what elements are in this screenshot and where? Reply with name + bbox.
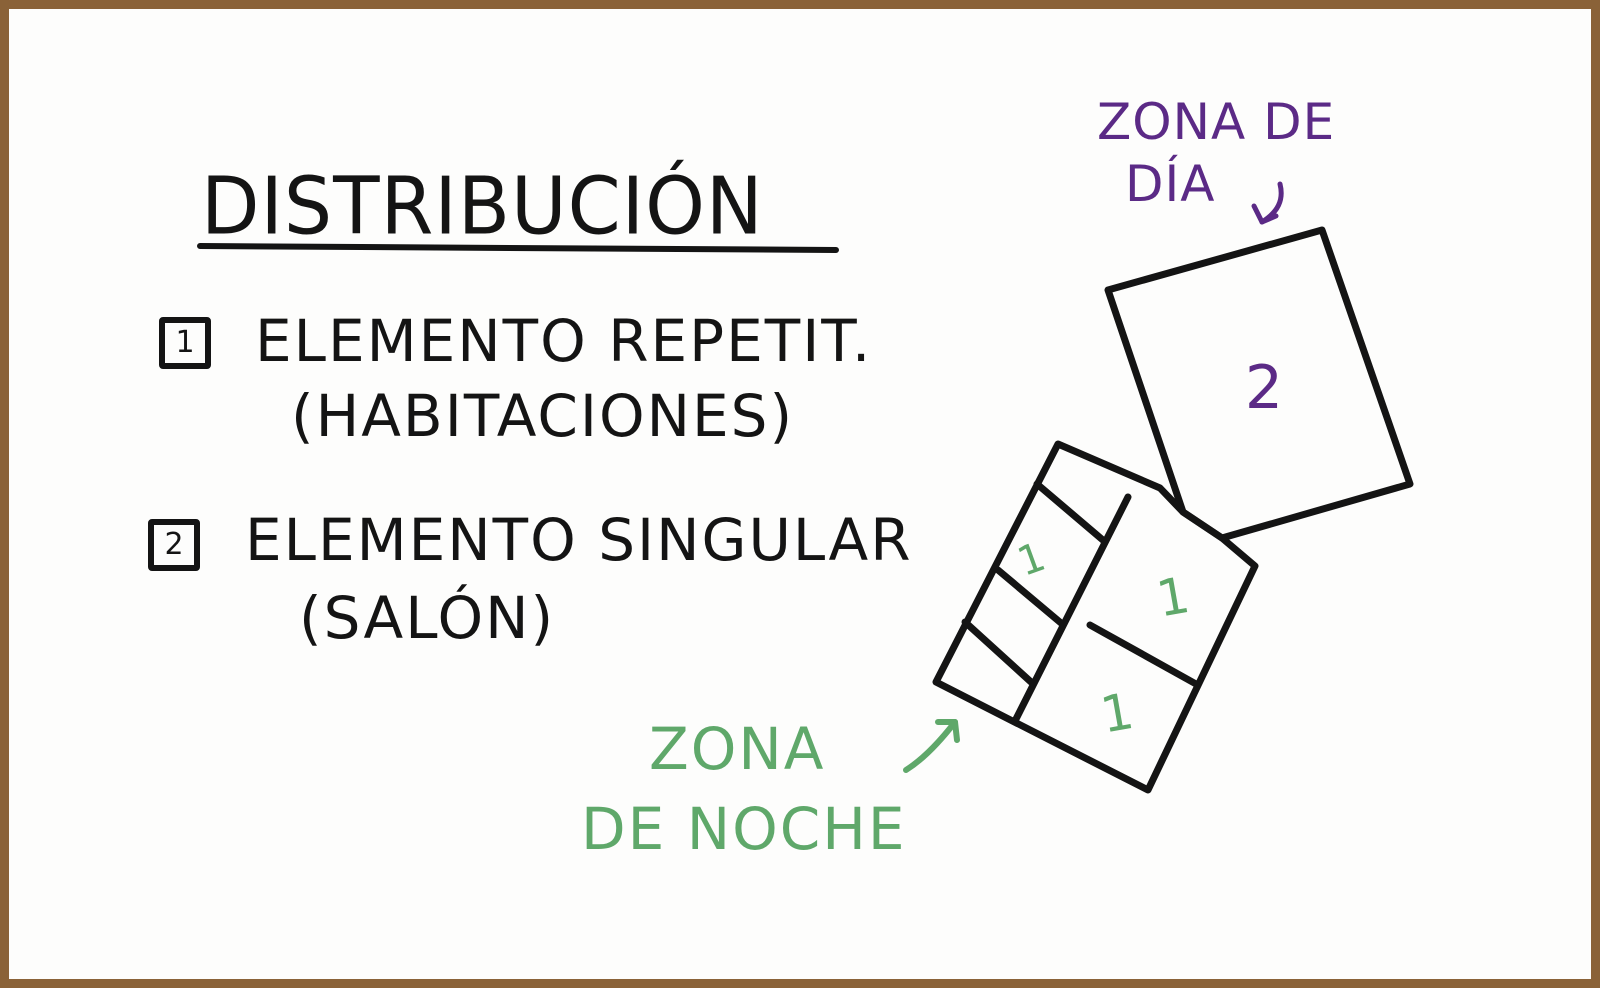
left-wall-1 bbox=[1033, 480, 1108, 545]
room-number: 1 bbox=[1152, 566, 1193, 629]
singular-room-outline bbox=[1104, 226, 1414, 542]
item-1-subtitle: (HABITACIONES) bbox=[291, 382, 795, 450]
item-2-title: ELEMENTO SINGULAR bbox=[245, 506, 913, 574]
zona-noche-label-line2: DE NOCHE bbox=[581, 795, 907, 863]
zona-dia-label-line1: ZONA DE bbox=[1097, 93, 1336, 151]
item-2-subtitle: (SALÓN) bbox=[299, 584, 556, 652]
left-wall-2 bbox=[994, 566, 1065, 627]
left-wall-3 bbox=[961, 618, 1035, 686]
item-1-title: ELEMENTO REPETIT. bbox=[255, 307, 873, 375]
page-title: DISTRIBUCIÓN bbox=[201, 159, 764, 253]
right-wall-1 bbox=[1086, 621, 1200, 688]
repeated-rooms-outline bbox=[932, 440, 1259, 794]
zona-noche-label-line1: ZONA bbox=[649, 715, 826, 783]
room-number: 1 bbox=[1096, 682, 1137, 745]
zona-noche-arrow-icon bbox=[903, 719, 960, 773]
singular-room-number: 2 bbox=[1245, 353, 1283, 423]
item-number-box-1: 1 bbox=[159, 317, 211, 369]
room-number: 1 bbox=[1012, 534, 1052, 586]
zona-dia-arrow-icon bbox=[1251, 181, 1284, 225]
item-number-box-2: 2 bbox=[148, 519, 200, 571]
zona-dia-label-line2: DÍA bbox=[1125, 155, 1216, 213]
